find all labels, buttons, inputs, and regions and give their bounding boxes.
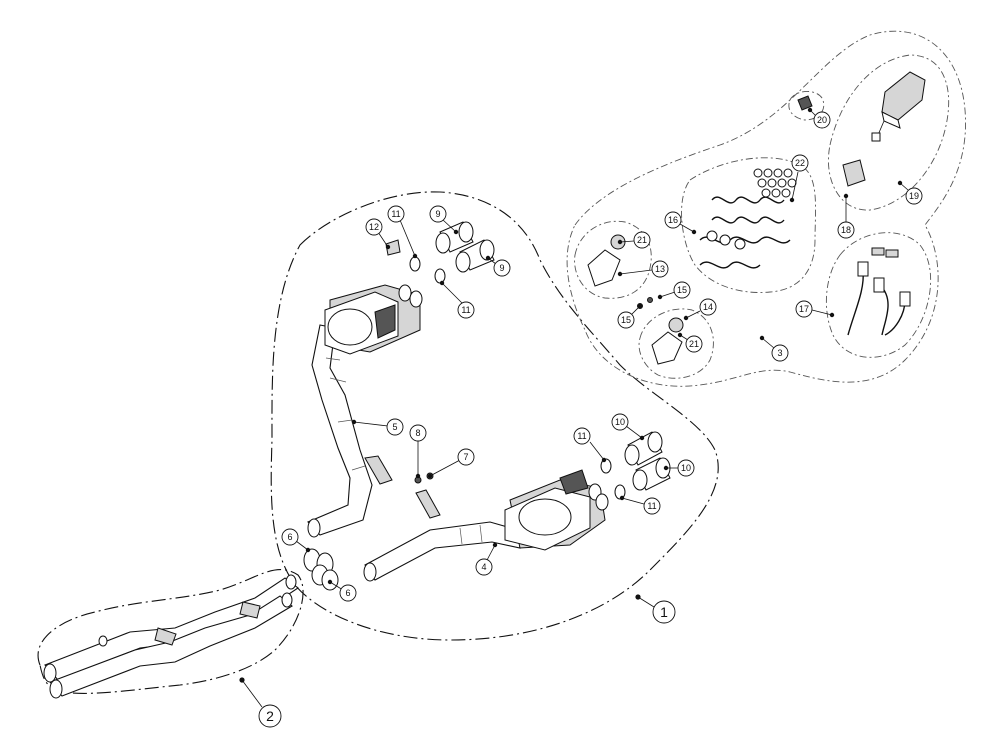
callout-15b: 15 — [657, 281, 691, 300]
callout-15a-label: 15 — [621, 315, 631, 325]
callout-10a-label: 10 — [615, 417, 625, 427]
callout-21a: 21 — [617, 231, 651, 249]
callout-20-label: 20 — [817, 115, 827, 125]
callout-18-label: 18 — [841, 225, 851, 235]
callout-11c-label: 11 — [577, 431, 586, 441]
callout-6a: 6 — [281, 528, 311, 553]
callout-19-label: 19 — [909, 191, 919, 201]
callout-15b-label: 15 — [677, 285, 687, 295]
callout-11a: 11 — [387, 205, 418, 259]
callout-11b: 11 — [439, 280, 475, 319]
kit-20-outline — [788, 91, 825, 121]
assembly-2-outline — [37, 569, 304, 694]
callout-22: 22 — [789, 154, 809, 203]
callout-12: 12 — [365, 218, 391, 250]
hanger-brackets — [364, 455, 441, 519]
lower-muffler — [363, 469, 609, 582]
assembly-1-outline — [270, 191, 719, 641]
callout-4-label: 4 — [481, 562, 486, 572]
kit-19-outline — [828, 54, 950, 211]
kit-13-outline — [574, 220, 652, 299]
callout-7-label: 7 — [463, 452, 468, 462]
callout-2-label: 2 — [266, 708, 274, 724]
callout-5: 5 — [351, 418, 404, 436]
callout-16-label: 16 — [668, 215, 678, 225]
clamps-11 — [409, 256, 626, 500]
callout-8-label: 8 — [415, 428, 420, 438]
tailpipes-upper — [435, 221, 495, 273]
callout-15a: 15 — [617, 303, 643, 329]
callout-3-label: 3 — [777, 348, 782, 358]
switch-18 — [842, 159, 866, 187]
callouts: 1 2 3 4 5 — [239, 107, 923, 728]
wiring-harness-17 — [847, 247, 911, 336]
callout-1-label: 1 — [660, 604, 668, 620]
callout-9b: 9 — [485, 255, 511, 277]
kit-3-outline — [566, 30, 966, 387]
callout-11d: 11 — [619, 495, 661, 515]
callout-6a-label: 6 — [287, 532, 292, 542]
orings-22 — [753, 168, 797, 198]
gaskets-16 — [699, 196, 791, 269]
callout-17-label: 17 — [799, 304, 809, 314]
callout-6b: 6 — [327, 579, 357, 602]
callout-9b-label: 9 — [499, 263, 504, 273]
couplers-6 — [303, 548, 339, 591]
callout-14-label: 14 — [703, 302, 713, 312]
callout-22-label: 22 — [795, 158, 805, 168]
callout-21b: 21 — [677, 332, 703, 353]
callout-4: 4 — [475, 542, 498, 576]
tailpipes-lower — [624, 431, 671, 491]
callout-1: 1 — [635, 594, 676, 624]
callout-20: 20 — [807, 107, 831, 129]
callout-8: 8 — [409, 424, 427, 479]
upper-muffler — [307, 284, 423, 538]
control-module-19 — [871, 71, 926, 142]
callout-10b-label: 10 — [681, 463, 691, 473]
callout-19: 19 — [897, 180, 923, 205]
callout-5-label: 5 — [392, 422, 397, 432]
callout-13: 13 — [617, 260, 669, 278]
callout-9a: 9 — [429, 205, 459, 235]
callout-11c: 11 — [573, 427, 607, 463]
callout-7: 7 — [427, 448, 475, 479]
sensor-20 — [797, 95, 813, 111]
callout-11a-label: 11 — [391, 209, 400, 219]
callout-21b-label: 21 — [689, 339, 699, 349]
callout-18: 18 — [837, 193, 855, 239]
front-x-pipe — [43, 574, 299, 699]
kit-16-outline — [681, 157, 816, 293]
bracket-12 — [385, 239, 401, 256]
callout-6b-label: 6 — [345, 588, 350, 598]
callout-9a-label: 9 — [435, 209, 440, 219]
callout-17: 17 — [795, 300, 835, 318]
callout-21a-label: 21 — [637, 235, 647, 245]
kit-14-outline — [638, 308, 714, 379]
callout-16: 16 — [664, 211, 697, 235]
callout-11d-label: 11 — [647, 501, 656, 511]
callout-3: 3 — [759, 335, 789, 362]
callout-2: 2 — [239, 677, 282, 728]
kit-17-outline — [825, 232, 932, 358]
callout-10a: 10 — [611, 413, 645, 441]
callout-11b-label: 11 — [461, 305, 470, 315]
callout-12-label: 12 — [369, 222, 379, 232]
callout-13-label: 13 — [655, 264, 665, 274]
callout-14: 14 — [683, 298, 717, 321]
callout-10b: 10 — [663, 459, 695, 477]
